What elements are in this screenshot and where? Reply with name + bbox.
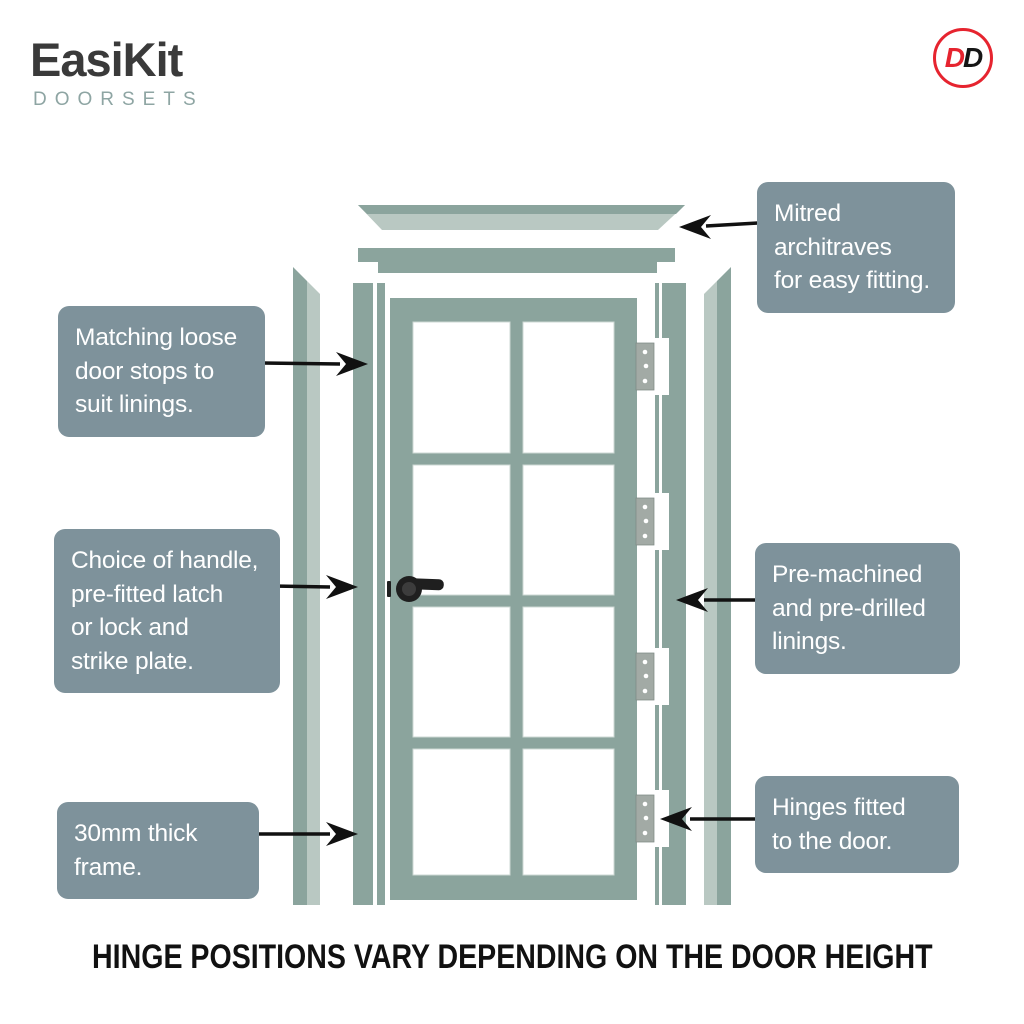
- hinge-notch-2: [653, 493, 669, 550]
- door-handle-icon: [387, 576, 444, 602]
- brand-logo: EasiKit DOORSETS: [30, 36, 204, 111]
- arrow-hinges: [660, 807, 758, 831]
- hinge-icon: [635, 497, 655, 546]
- left-lining: [353, 283, 385, 905]
- glazed-door: [390, 298, 637, 900]
- hinge-notch-3: [653, 648, 669, 705]
- callout-architraves: Mitred architraves for easy fitting.: [757, 182, 955, 313]
- arrow-door-stops: [261, 352, 368, 376]
- top-architrave: [358, 205, 685, 230]
- callout-frame: 30mm thick frame.: [57, 802, 259, 900]
- callout-hinges: Hinges fitted to the door.: [755, 776, 959, 874]
- head-lining: [358, 248, 675, 273]
- hinge-icon: [635, 652, 655, 701]
- dd-letter-black: D: [963, 42, 983, 73]
- arrow-frame: [257, 822, 358, 846]
- footer-caption: HINGE POSITIONS VARY DEPENDING ON THE DO…: [0, 938, 1024, 977]
- arrow-handle: [271, 575, 358, 599]
- hinge-notch-1: [653, 338, 669, 395]
- hinge-icon: [635, 794, 655, 843]
- hinge-icon: [635, 342, 655, 391]
- callout-handle: Choice of handle, pre-fitted latch or lo…: [54, 529, 280, 694]
- callout-door-stops: Matching loose door stops to suit lining…: [58, 306, 265, 437]
- hinge-notch-4: [653, 790, 669, 847]
- callout-linings: Pre-machined and pre-drilled linings.: [755, 543, 960, 674]
- arrow-linings: [676, 588, 758, 612]
- arrow-architraves: [679, 215, 759, 239]
- right-lining: [653, 283, 686, 905]
- door-hinges: [635, 342, 655, 843]
- brand-tagline: DOORSETS: [33, 89, 204, 110]
- brand-name: EasiKit: [30, 33, 183, 86]
- footer-caption-text: HINGE POSITIONS VARY DEPENDING ON THE DO…: [91, 938, 933, 976]
- right-architrave: [704, 267, 731, 905]
- dd-letter-red: D: [944, 42, 965, 73]
